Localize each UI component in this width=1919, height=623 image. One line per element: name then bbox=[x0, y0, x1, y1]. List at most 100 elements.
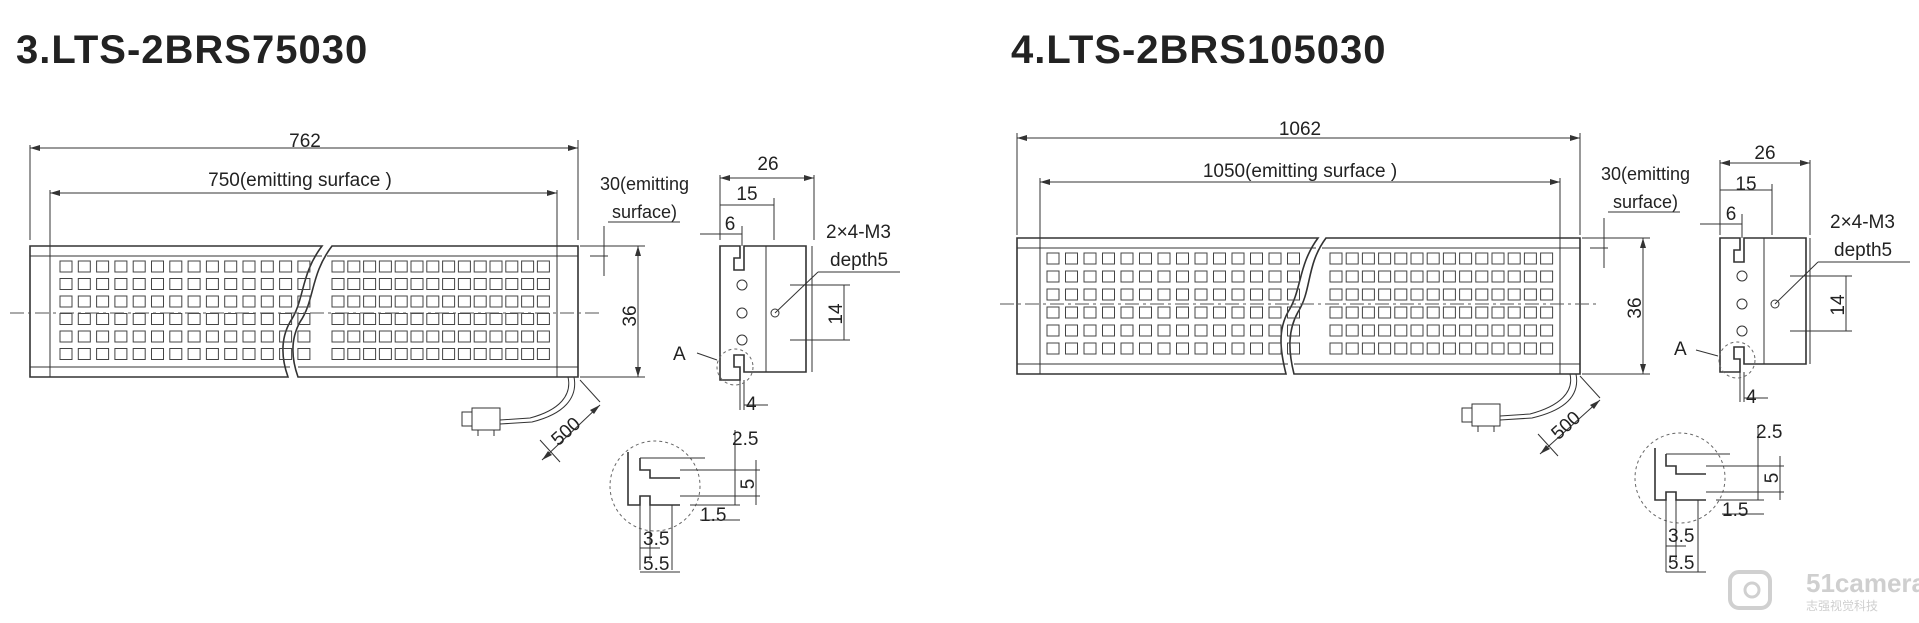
led-cell bbox=[1426, 252, 1440, 265]
led-cell bbox=[489, 260, 503, 273]
dim-detail-2-5: 2.5 bbox=[732, 429, 758, 450]
led-cell bbox=[1378, 288, 1392, 301]
led-cell bbox=[1194, 288, 1208, 301]
dim-height: 36 bbox=[1625, 297, 1646, 318]
led-cell bbox=[489, 330, 503, 343]
led-cell bbox=[224, 260, 238, 273]
led-cell bbox=[394, 295, 408, 308]
dim-width: 26 bbox=[1754, 143, 1775, 164]
dim-emitting-length: 1050(emitting surface ) bbox=[1203, 161, 1397, 182]
led-cell bbox=[242, 330, 256, 343]
led-cell bbox=[1361, 306, 1375, 319]
led-cell bbox=[1231, 306, 1245, 319]
screw-spec-line2: depth5 bbox=[830, 250, 888, 271]
dim-overall-length: 1062 bbox=[1279, 119, 1321, 140]
led-cell bbox=[1287, 324, 1300, 337]
led-cell bbox=[1139, 288, 1152, 301]
led-cell bbox=[347, 260, 361, 273]
led-cell bbox=[1345, 342, 1359, 355]
led-cell bbox=[1410, 252, 1424, 265]
led-cell bbox=[331, 313, 345, 325]
led-cell bbox=[1157, 288, 1171, 301]
led-cell bbox=[59, 330, 73, 343]
led-cell bbox=[169, 313, 183, 325]
dim-emit-height-line1: 30(emitting bbox=[1601, 164, 1690, 184]
led-cell bbox=[1213, 252, 1226, 265]
led-cell bbox=[457, 348, 471, 360]
led-cell bbox=[260, 260, 274, 273]
led-cell bbox=[1523, 324, 1537, 337]
led-cell bbox=[1046, 252, 1060, 265]
led-cell bbox=[1394, 252, 1408, 265]
dim-detail-5: 5 bbox=[1762, 473, 1783, 484]
led-cell bbox=[132, 313, 146, 325]
dim-emit-height-line1: 30(emitting bbox=[600, 174, 689, 194]
led-cell bbox=[473, 260, 487, 273]
led-cell bbox=[1176, 288, 1189, 301]
led-cell bbox=[426, 330, 440, 343]
led-cell bbox=[1250, 252, 1263, 265]
led-cell bbox=[1046, 306, 1060, 319]
led-cell bbox=[1213, 306, 1226, 319]
led-cell bbox=[410, 330, 424, 343]
led-cell bbox=[410, 313, 424, 325]
led-cell bbox=[1083, 288, 1097, 301]
led-cell bbox=[77, 278, 91, 290]
led-cell bbox=[410, 278, 424, 290]
led-cell bbox=[442, 278, 456, 290]
led-cell bbox=[1139, 342, 1152, 355]
led-cell bbox=[279, 295, 293, 308]
led-cell bbox=[442, 260, 456, 273]
cable-connector bbox=[1461, 373, 1578, 432]
led-cell bbox=[394, 313, 408, 325]
led-cell bbox=[59, 295, 73, 308]
led-cell bbox=[224, 348, 238, 360]
led-cell bbox=[1394, 270, 1408, 283]
led-cell bbox=[1139, 306, 1152, 319]
led-cell bbox=[1139, 324, 1152, 337]
led-cell bbox=[1287, 270, 1300, 283]
dim-emit-height-line2: surface) bbox=[1613, 192, 1678, 212]
led-cell bbox=[331, 330, 345, 343]
led-cell bbox=[1459, 306, 1473, 319]
led-cell bbox=[187, 295, 201, 308]
led-cell bbox=[1507, 270, 1521, 283]
led-cell bbox=[59, 278, 73, 290]
dim-width-6: 6 bbox=[1726, 204, 1737, 225]
dim-width-6: 6 bbox=[725, 214, 736, 235]
led-cell bbox=[1442, 270, 1456, 283]
led-cell bbox=[1540, 342, 1554, 355]
led-cell bbox=[1394, 306, 1408, 319]
led-cell bbox=[1287, 288, 1300, 301]
led-cell bbox=[1268, 288, 1282, 301]
led-cell bbox=[1378, 324, 1392, 337]
dim-detail-1-5: 1.5 bbox=[700, 505, 726, 526]
led-cell bbox=[1394, 342, 1408, 355]
led-cell bbox=[1540, 252, 1554, 265]
led-cell bbox=[489, 313, 503, 325]
led-cell bbox=[331, 348, 345, 360]
led-cell bbox=[1442, 342, 1456, 355]
light-bar-body bbox=[1016, 237, 1581, 375]
led-cell bbox=[224, 330, 238, 343]
led-cell bbox=[1213, 270, 1226, 283]
watermark-brand: 51camera bbox=[1806, 568, 1919, 598]
dim-emitting-length: 750(emitting surface ) bbox=[208, 170, 392, 191]
led-cell bbox=[1523, 306, 1537, 319]
led-cell bbox=[1231, 324, 1245, 337]
dim-pitch: 14 bbox=[826, 303, 847, 325]
led-cell bbox=[151, 295, 164, 308]
led-cell bbox=[1361, 342, 1375, 355]
led-cell bbox=[96, 295, 110, 308]
led-cell bbox=[1139, 252, 1152, 265]
led-cell bbox=[1268, 324, 1282, 337]
led-cell bbox=[363, 313, 377, 325]
led-cell bbox=[505, 348, 519, 360]
led-cell bbox=[1361, 270, 1375, 283]
led-cell bbox=[363, 330, 377, 343]
led-cell bbox=[1426, 288, 1440, 301]
led-cell bbox=[457, 330, 471, 343]
led-cell bbox=[1250, 306, 1263, 319]
led-cell bbox=[1507, 288, 1521, 301]
